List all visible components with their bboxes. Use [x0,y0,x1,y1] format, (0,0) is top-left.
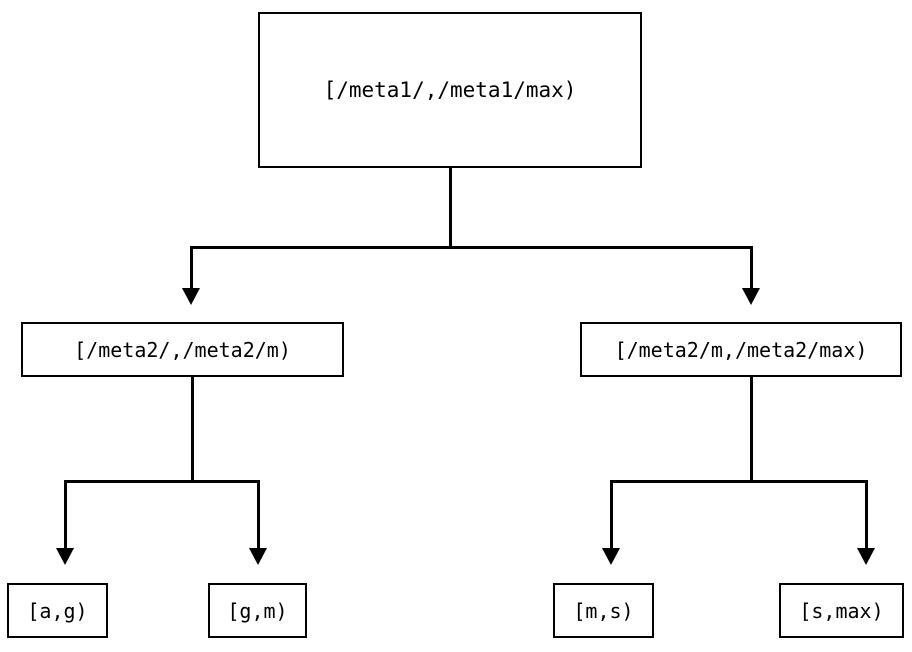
node-root-label: [/meta1/,/meta1/max) [323,78,577,102]
edge-mid-left-to-leaf-gm [257,480,260,550]
edge-root-stem [449,168,452,248]
node-meta2-upper[interactable]: [/meta2/m,/meta2/max) [580,322,902,377]
edge-root-to-mid-left [190,246,193,290]
edge-mid-right-stem [750,377,753,482]
edge-mid-left-stem [191,377,194,482]
node-root[interactable]: [/meta1/,/meta1/max) [258,12,642,168]
node-leaf-s-max[interactable]: [s,max) [779,583,904,638]
node-meta2-lower[interactable]: [/meta2/,/meta2/m) [21,322,344,377]
arrowhead-root-to-mid-left-icon [182,288,200,305]
edge-mid-left-to-leaf-ag [64,480,67,550]
node-leaf-m-s-label: [m,s) [573,598,634,623]
arrowhead-to-leaf-gm-icon [249,548,267,565]
arrowhead-to-leaf-smax-icon [857,548,875,565]
edge-mid-right-crossbar [610,480,868,483]
arrowhead-to-leaf-ag-icon [56,548,74,565]
node-leaf-a-g-label: [a,g) [27,598,88,623]
node-leaf-a-g[interactable]: [a,g) [7,583,108,638]
arrowhead-to-leaf-ms-icon [602,548,620,565]
arrowhead-root-to-mid-right-icon [742,288,760,305]
edge-mid-left-crossbar [64,480,260,483]
node-meta2-lower-label: [/meta2/,/meta2/m) [74,337,291,362]
node-leaf-g-m-label: [g,m) [227,598,288,623]
node-leaf-m-s[interactable]: [m,s) [553,583,654,638]
node-meta2-upper-label: [/meta2/m,/meta2/max) [614,337,868,362]
node-leaf-s-max-label: [s,max) [799,598,884,623]
edge-root-to-mid-right [750,246,753,290]
node-leaf-g-m[interactable]: [g,m) [208,583,307,638]
edge-mid-right-to-leaf-ms [610,480,613,550]
edge-mid-right-to-leaf-smax [865,480,868,550]
edge-root-crossbar [190,246,753,249]
